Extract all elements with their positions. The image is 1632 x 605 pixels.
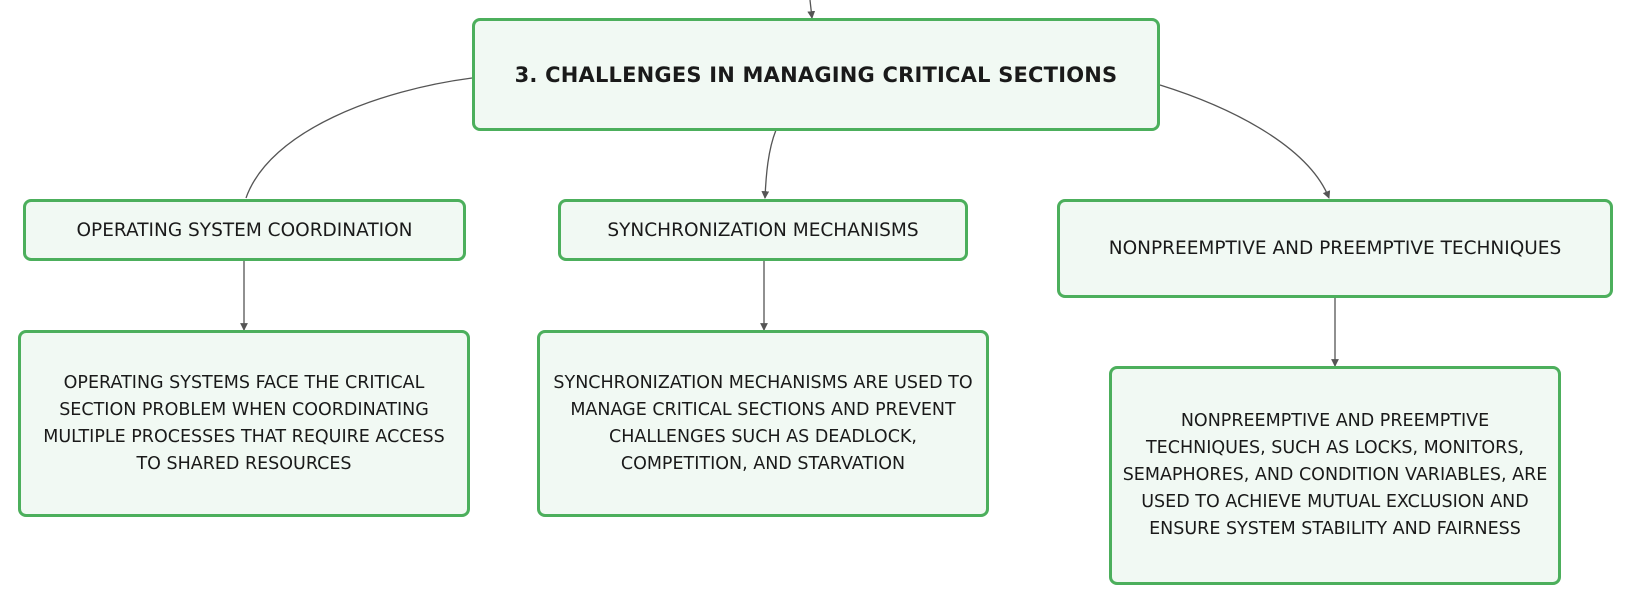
detail-node-techniques[interactable]: NONPREEMPTIVE AND PREEMPTIVE TECHNIQUES,… xyxy=(1109,366,1561,585)
connector-root-to-synchronization xyxy=(761,129,777,199)
root-node-label: 3. CHALLENGES IN MANAGING CRITICAL SECTI… xyxy=(514,62,1118,87)
detail-node-text: OPERATING SYSTEMS FACE THE CRITICAL SECT… xyxy=(43,372,445,474)
detail-node-text: SYNCHRONIZATION MECHANISMS ARE USED TO M… xyxy=(553,372,973,474)
branch-node-synchronization[interactable]: SYNCHRONIZATION MECHANISMS xyxy=(558,199,968,261)
connector-root-to-techniques xyxy=(1159,84,1331,199)
branch-node-label: SYNCHRONIZATION MECHANISMS xyxy=(607,219,919,241)
branch-node-label: NONPREEMPTIVE AND PREEMPTIVE TECHNIQUES xyxy=(1108,238,1562,259)
detail-node-os-coordination[interactable]: OPERATING SYSTEMS FACE THE CRITICAL SECT… xyxy=(18,330,470,517)
branch-node-os-coordination[interactable]: OPERATING SYSTEM COORDINATION xyxy=(23,199,466,261)
root-node[interactable]: 3. CHALLENGES IN MANAGING CRITICAL SECTI… xyxy=(472,18,1160,131)
branch-node-techniques[interactable]: NONPREEMPTIVE AND PREEMPTIVE TECHNIQUES xyxy=(1057,199,1613,298)
connector-root-to-os-coordination xyxy=(245,77,473,199)
connector-from-parent xyxy=(807,0,816,19)
detail-node-text: NONPREEMPTIVE AND PREEMPTIVE TECHNIQUES,… xyxy=(1122,411,1548,539)
detail-node-synchronization[interactable]: SYNCHRONIZATION MECHANISMS ARE USED TO M… xyxy=(537,330,989,517)
branch-node-label: OPERATING SYSTEM COORDINATION xyxy=(76,219,413,241)
